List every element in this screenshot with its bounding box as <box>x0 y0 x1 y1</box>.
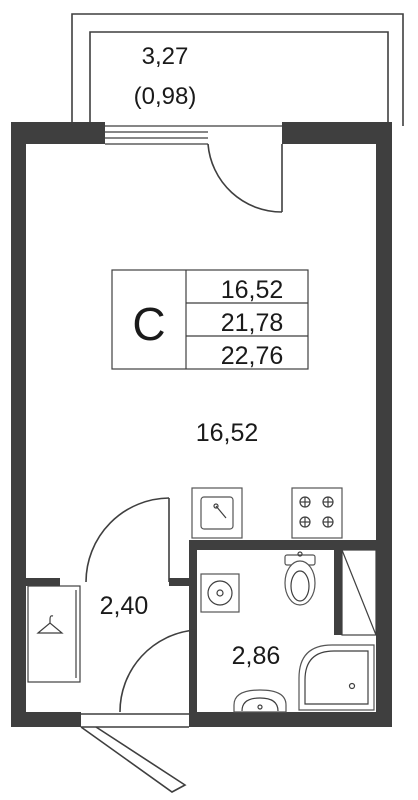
total-area-value: 21,78 <box>221 309 284 337</box>
wardrobe <box>27 585 81 683</box>
shower-icon <box>298 644 375 711</box>
balcony-door <box>207 143 283 213</box>
hanger-icon <box>36 615 64 634</box>
bathroom-area-label: 2,86 <box>232 642 281 670</box>
balcony-area-label: 3,27 <box>142 43 189 70</box>
bathroom-sink-icon <box>233 689 287 713</box>
apartment-type-letter: C <box>132 298 165 350</box>
balcony <box>71 13 404 126</box>
living-area-value: 16,52 <box>221 276 284 304</box>
bathroom-door <box>119 629 196 713</box>
outer-walls <box>11 122 392 727</box>
main-room-area-label: 16,52 <box>196 419 259 447</box>
balcony-reduced-area-label: (0,98) <box>134 83 197 110</box>
washing-machine-icon <box>200 573 240 613</box>
area-summary-table <box>111 269 309 370</box>
ventilation-shaft <box>341 549 377 636</box>
total-with-balcony-value: 22,76 <box>221 342 284 370</box>
hallway-area-label: 2,40 <box>100 592 149 620</box>
toilet-icon <box>284 551 316 606</box>
inner-walls <box>26 540 392 712</box>
stove-icon <box>291 487 343 539</box>
entrance-door <box>80 713 189 793</box>
kitchen-sink-icon <box>191 487 243 539</box>
balcony-window <box>105 125 282 145</box>
hallway-door <box>85 497 170 583</box>
